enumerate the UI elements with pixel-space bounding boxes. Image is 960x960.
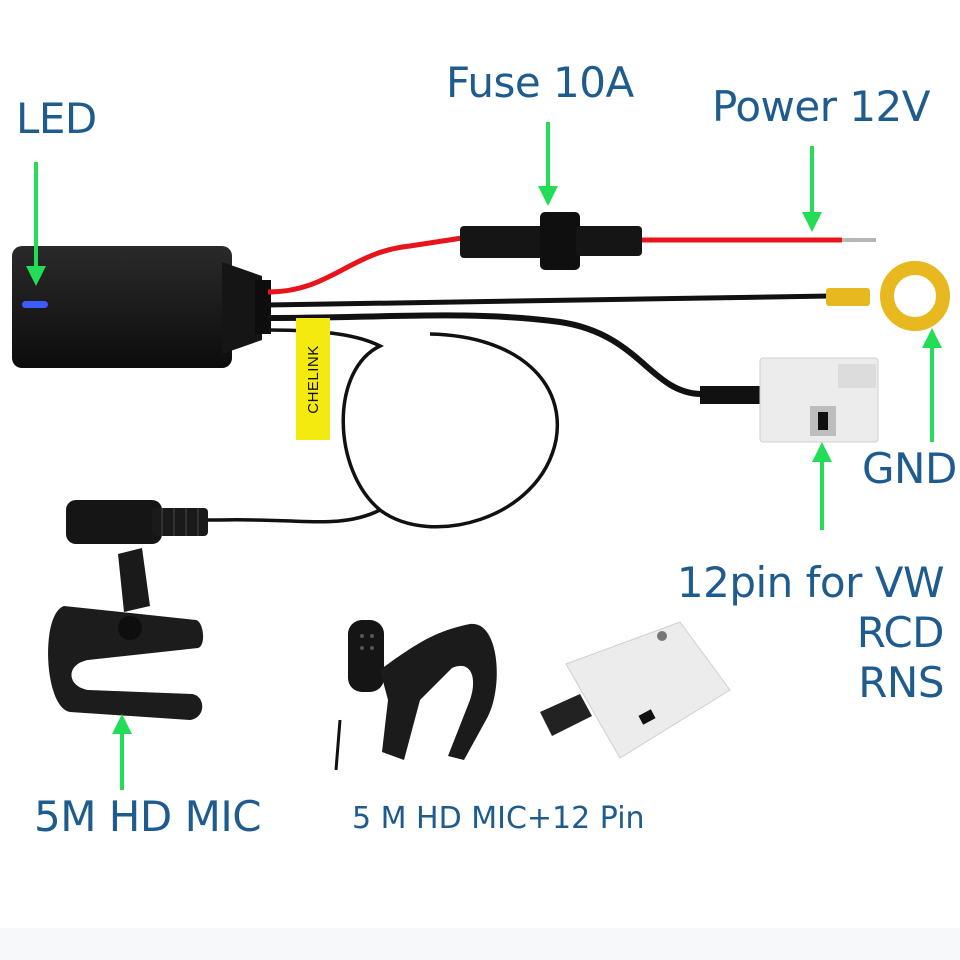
callout-arrows <box>26 122 942 790</box>
led-indicator <box>22 301 48 308</box>
pin-label-line3: RNS <box>858 658 944 707</box>
connector-cable <box>267 312 764 404</box>
bottom-band <box>0 928 960 960</box>
power-label: Power 12V <box>712 82 931 131</box>
bluetooth-module <box>12 246 271 368</box>
mic-label: 5M HD MIC <box>34 792 262 841</box>
brand-tag-text: CHELINK <box>304 344 322 414</box>
gnd-label: GND <box>862 444 957 493</box>
fuse-label: Fuse 10A <box>446 58 634 107</box>
fuse-holder <box>460 212 642 270</box>
brand-tag: CHELINK <box>296 318 330 440</box>
ring-terminal <box>826 261 950 331</box>
bundle-caption: 5 M HD MIC+12 Pin <box>352 801 645 836</box>
pin-label-line1: 12pin for VW <box>676 558 945 607</box>
pin-label-line2: RCD <box>856 608 945 657</box>
ground-wire <box>267 293 831 308</box>
microphone-clip <box>48 548 204 720</box>
12-pin-connector <box>759 357 879 443</box>
inset-microphone <box>334 620 497 771</box>
power-wire <box>267 235 876 295</box>
led-label: LED <box>16 94 97 143</box>
inset-connector <box>540 621 731 759</box>
inset-photo <box>330 612 731 844</box>
microphone-head <box>66 500 208 544</box>
mic-cable <box>206 328 560 529</box>
